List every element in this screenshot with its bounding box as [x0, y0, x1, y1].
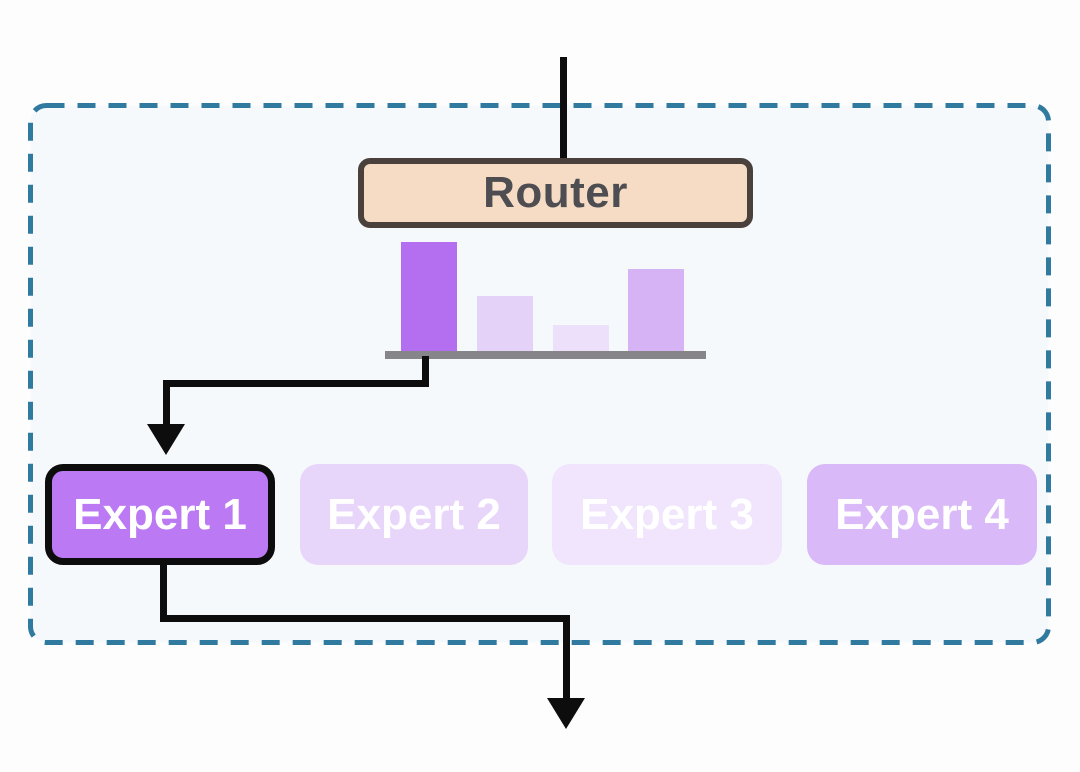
router-box: Router	[358, 158, 753, 228]
router-prob-bar	[553, 325, 609, 352]
router-prob-bar	[477, 296, 533, 352]
output-arrow-segment-vertical-1	[160, 564, 167, 622]
routing-arrow-segment-vertical-1	[422, 356, 429, 387]
router-prob-bar	[401, 242, 457, 352]
arrowhead-down-icon	[147, 424, 185, 455]
chart-baseline	[385, 351, 706, 359]
expert-label: Expert 1	[73, 489, 247, 539]
expert-box-1: Expert 1	[45, 464, 275, 565]
routing-arrow-segment-vertical-2	[163, 380, 170, 426]
routing-arrow-segment-horizontal	[163, 380, 429, 387]
output-arrow-segment-horizontal	[160, 615, 570, 622]
expert-box-2: Expert 2	[300, 464, 528, 565]
output-arrow-segment-vertical-2	[563, 615, 570, 699]
expert-box-3: Expert 3	[552, 464, 782, 565]
expert-box-4: Expert 4	[807, 464, 1037, 565]
router-label: Router	[483, 168, 628, 217]
arrowhead-down-icon	[547, 698, 585, 729]
input-arrow-line	[560, 57, 567, 163]
expert-label: Expert 3	[580, 489, 754, 539]
expert-label: Expert 4	[835, 489, 1009, 539]
router-prob-bar	[628, 269, 684, 352]
expert-label: Expert 2	[327, 489, 501, 539]
